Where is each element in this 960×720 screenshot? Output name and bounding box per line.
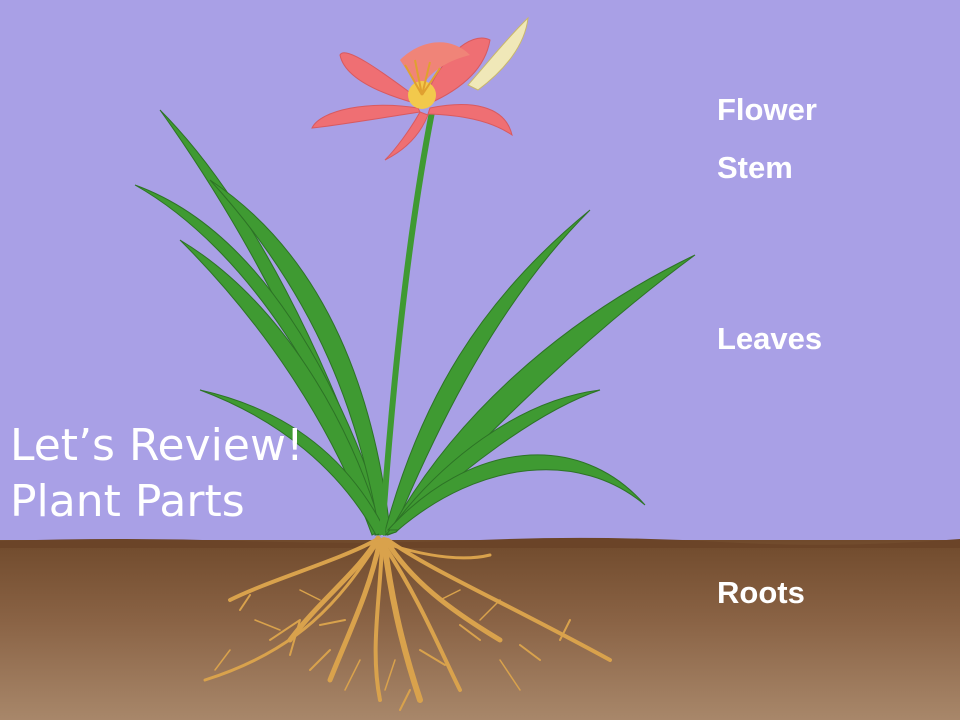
roots-label: Roots	[717, 575, 805, 610]
roots	[203, 535, 612, 711]
leaves-label: Leaves	[717, 321, 823, 356]
soil-edge	[0, 537, 960, 548]
flower-label: Flower	[717, 92, 817, 127]
stem	[379, 111, 435, 536]
leaves	[134, 109, 696, 536]
title-line-2: Plant Parts	[10, 476, 245, 527]
title-line-1: Let’s Review!	[10, 420, 304, 471]
flower	[311, 37, 513, 161]
stem-label: Stem	[717, 150, 793, 185]
review-title: Let’s Review! Plant Parts	[10, 418, 304, 530]
flower-bud	[467, 16, 529, 91]
